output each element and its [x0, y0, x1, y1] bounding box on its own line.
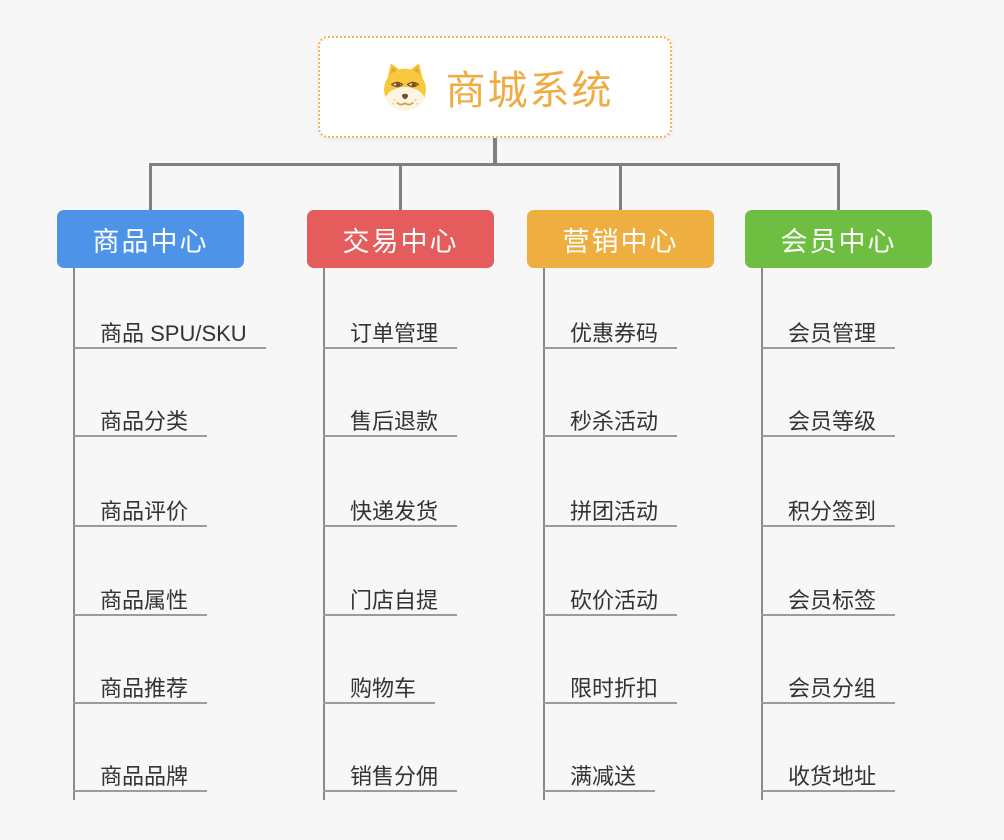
connector-branch-spine [543, 268, 545, 800]
leaf-node[interactable]: 商品属性 [73, 586, 208, 616]
connector-main-horizontal [149, 163, 840, 166]
leaf-node[interactable]: 收货地址 [761, 762, 896, 792]
connector-branch-spine [323, 268, 325, 800]
connector-branch-drop [399, 163, 402, 210]
leaf-node[interactable]: 满减送 [543, 762, 656, 792]
connector-root-drop [493, 138, 497, 166]
root-title: 商城系统 [445, 69, 614, 113]
leaf-node[interactable]: 销售分佣 [323, 762, 458, 792]
leaf-node[interactable]: 订单管理 [323, 319, 458, 349]
connector-branch-drop [619, 163, 622, 210]
leaf-node[interactable]: 会员等级 [761, 407, 896, 437]
leaf-node[interactable]: 会员标签 [761, 586, 896, 616]
branch-node-1[interactable]: 商品中心 [57, 210, 244, 268]
root-node[interactable]: 商城系统 [318, 36, 672, 138]
connector-branch-drop [837, 163, 840, 210]
leaf-node[interactable]: 快递发货 [323, 497, 458, 527]
leaf-node[interactable]: 限时折扣 [543, 674, 678, 704]
connector-branch-spine [761, 268, 763, 800]
leaf-node[interactable]: 商品 SPU/SKU [73, 319, 266, 349]
leaf-node[interactable]: 会员管理 [761, 319, 896, 349]
leaf-node[interactable]: 拼团活动 [543, 497, 678, 527]
branch-node-4[interactable]: 会员中心 [745, 210, 932, 268]
leaf-node[interactable]: 优惠券码 [543, 319, 678, 349]
leaf-node[interactable]: 商品品牌 [73, 762, 208, 792]
leaf-node[interactable]: 售后退款 [323, 407, 458, 437]
connector-branch-spine [73, 268, 75, 800]
leaf-node[interactable]: 商品推荐 [73, 674, 208, 704]
dog-face-icon [383, 63, 426, 111]
leaf-node[interactable]: 门店自提 [323, 586, 458, 616]
branch-node-2[interactable]: 交易中心 [307, 210, 494, 268]
connector-branch-drop [149, 163, 152, 210]
leaf-node[interactable]: 会员分组 [761, 674, 896, 704]
branch-node-3[interactable]: 营销中心 [527, 210, 714, 268]
leaf-node[interactable]: 商品评价 [73, 497, 208, 527]
leaf-node[interactable]: 商品分类 [73, 407, 208, 437]
leaf-node[interactable]: 砍价活动 [543, 586, 678, 616]
leaf-node[interactable]: 秒杀活动 [543, 407, 678, 437]
leaf-node[interactable]: 购物车 [323, 674, 436, 704]
leaf-node[interactable]: 积分签到 [761, 497, 896, 527]
